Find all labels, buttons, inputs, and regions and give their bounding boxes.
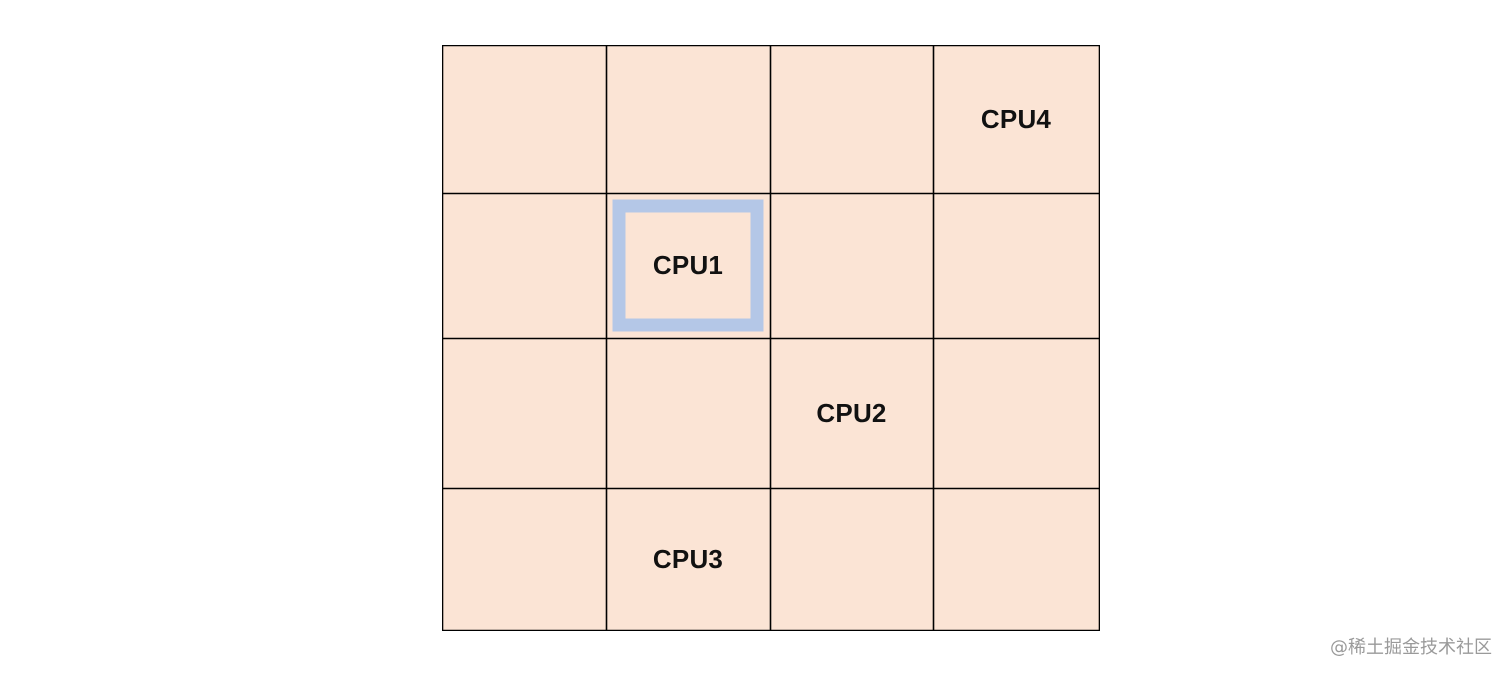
cpu-label-cpu2: CPU2 [816,397,887,428]
cpu-label-cpu4: CPU4 [980,103,1052,134]
highlight-outline [612,199,764,332]
cpu-label-cpu3: CPU3 [652,543,724,574]
watermark: @稀土掘金技术社区 [1330,637,1492,658]
cpu-label-cpu1: CPU1 [652,250,724,280]
grid-lines [442,45,1100,631]
